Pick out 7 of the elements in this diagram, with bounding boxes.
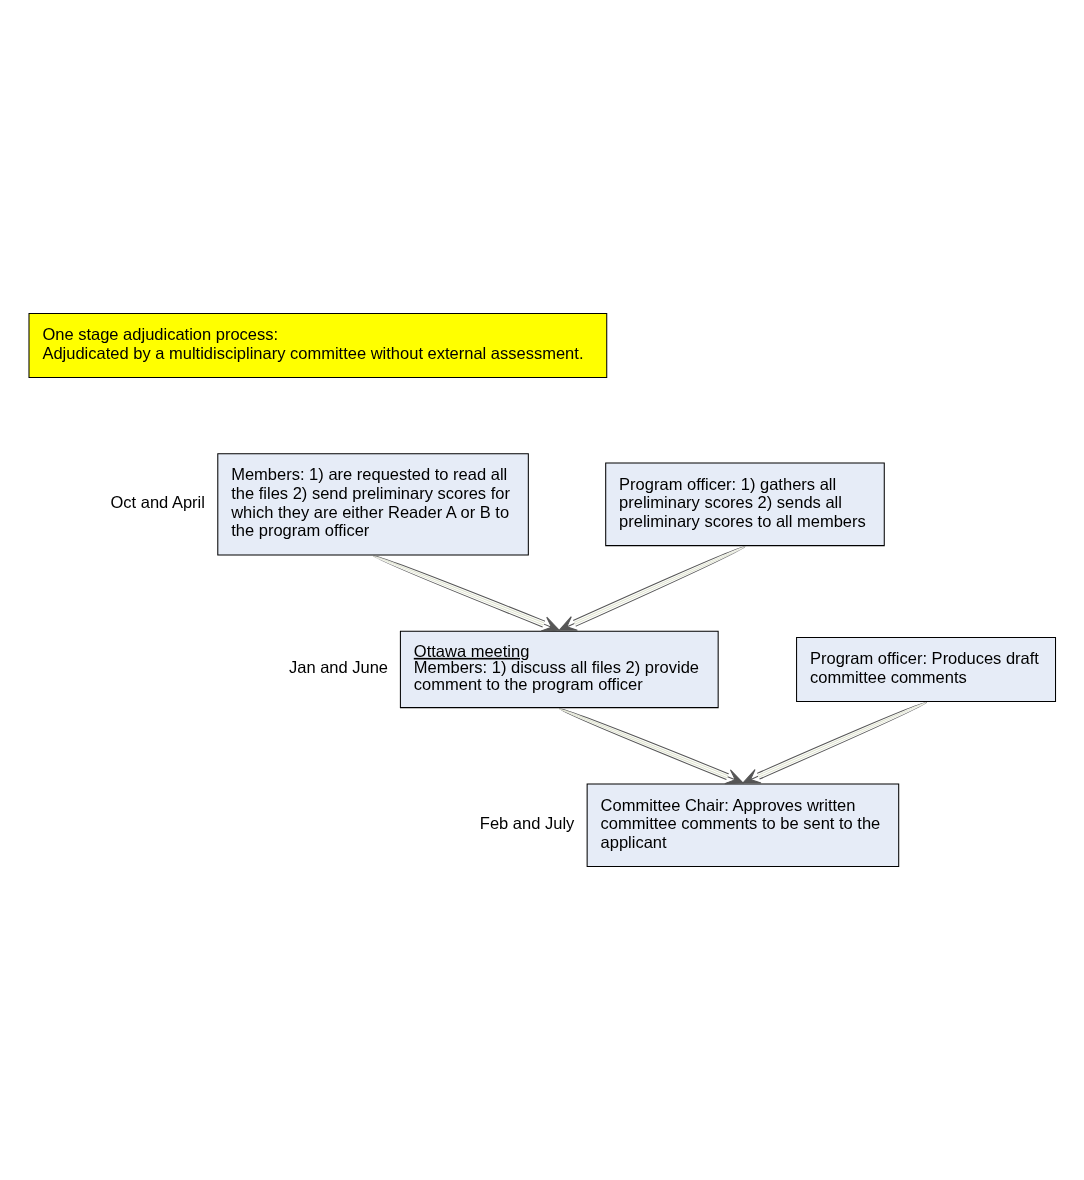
- node-label: Feb and July: [479, 814, 575, 833]
- arrow: [373, 555, 560, 632]
- arrow: [558, 708, 744, 785]
- node-label: Jan and June: [288, 658, 389, 677]
- node-label: Oct and April: [110, 493, 205, 512]
- arrow: [742, 701, 928, 784]
- arrow: [558, 546, 746, 631]
